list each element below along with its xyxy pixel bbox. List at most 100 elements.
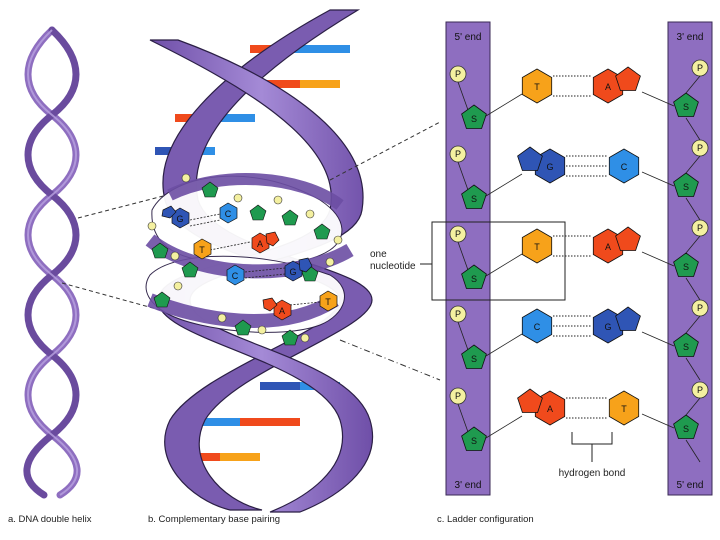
phosphate-label: P — [697, 63, 703, 73]
caption-a: a. DNA double helix — [8, 514, 92, 525]
base-a-right: A — [592, 66, 641, 104]
hydrogen-bond-bracket — [571, 432, 613, 445]
sugar-group: S — [461, 104, 487, 129]
base-letter: C — [232, 271, 239, 281]
base-g-pair-1: G — [161, 205, 190, 229]
sugar-label: S — [683, 102, 689, 112]
sugar-label: S — [683, 342, 689, 352]
sugar-group: S — [673, 252, 699, 277]
sugar-group: S — [673, 172, 699, 197]
phosphate-group: P — [449, 225, 467, 243]
nucleotide-label-line1: one — [370, 249, 387, 260]
base-g-left: G — [517, 146, 566, 184]
phosphate-label: P — [455, 149, 461, 159]
base-letter: A — [547, 404, 553, 414]
base-c-left: C — [521, 308, 553, 344]
left-backbone — [445, 21, 491, 496]
base-c-right: C — [608, 148, 640, 184]
base-c-pair-3: C — [226, 264, 245, 286]
phosphate-group: P — [691, 381, 709, 399]
panel-a-double-helix — [23, 26, 81, 499]
sugar-label: S — [683, 424, 689, 434]
base-letter: G — [289, 267, 296, 277]
phosphate-group: P — [449, 65, 467, 83]
caption-c: c. Ladder configuration — [437, 514, 534, 525]
panel-b-base-pairing: G C T A C G — [145, 9, 373, 513]
phosphate-group: P — [449, 387, 467, 405]
inner-backbone — [147, 293, 339, 328]
base-letter: T — [534, 242, 540, 252]
base-t-pair-4: T — [319, 290, 338, 312]
phosphate-group: P — [691, 59, 709, 77]
base-letter: A — [605, 82, 611, 92]
hydrogen-bond-label: hydrogen bond — [559, 468, 626, 479]
connector-line — [77, 192, 176, 219]
base-a-right: A — [592, 226, 641, 264]
base-letter: T — [534, 82, 540, 92]
base-a-pair-2: A — [251, 231, 280, 254]
phosphate-label: P — [455, 309, 461, 319]
base-letter: T — [199, 245, 205, 255]
base-t-left: T — [521, 228, 553, 264]
sugar-label: S — [471, 274, 477, 284]
base-g-pair-3: G — [284, 257, 313, 282]
nucleotide-bracket — [431, 221, 566, 301]
base-letter: A — [257, 239, 263, 249]
sugar-group: S — [461, 344, 487, 369]
right-bottom-end-label: 5' end — [677, 480, 704, 491]
pairing-backbone-units — [147, 173, 343, 346]
ladder-backbone-units: P S S P P S S P P S S P P S S P P S S P — [449, 59, 709, 463]
connector-line — [61, 282, 161, 311]
panel-c-ladder: 5' end 3' end 3' end 5' end PSSPPSSPPSSP… — [370, 21, 713, 496]
helix-highlight — [27, 29, 78, 496]
sugar-label: S — [683, 262, 689, 272]
phosphate-group: P — [691, 299, 709, 317]
left-top-end-label: 5' end — [455, 32, 482, 43]
sugar-group: S — [461, 426, 487, 451]
base-t-pair-2: T — [193, 238, 212, 260]
sugar-group: S — [673, 332, 699, 357]
sugar-label: S — [471, 194, 477, 204]
phosphate-label: P — [455, 229, 461, 239]
phosphate-group: P — [691, 139, 709, 157]
base-letter: A — [605, 242, 611, 252]
base-c-pair-1: C — [219, 202, 238, 224]
phosphate-label: P — [697, 303, 703, 313]
base-t-left: T — [521, 68, 553, 104]
phosphate-group: P — [449, 145, 467, 163]
base-a-left: A — [517, 388, 566, 426]
left-bottom-end-label: 3' end — [455, 480, 482, 491]
base-letter: A — [279, 306, 285, 316]
sugar-group: S — [673, 414, 699, 439]
inner-backbone — [167, 172, 344, 210]
phosphate-group: P — [449, 305, 467, 323]
phosphate-label: P — [697, 223, 703, 233]
base-letter: G — [604, 322, 611, 332]
connector-line — [339, 339, 441, 381]
sugar-label: S — [471, 354, 477, 364]
phosphate-label: P — [697, 143, 703, 153]
phosphate-label: P — [697, 385, 703, 395]
sugar-group: S — [461, 184, 487, 209]
base-letter: T — [325, 297, 331, 307]
base-letter: C — [225, 209, 232, 219]
base-letter: G — [176, 214, 183, 224]
phosphate-label: P — [455, 391, 461, 401]
phosphate-label: P — [455, 69, 461, 79]
base-a-pair-4: A — [262, 297, 292, 321]
base-letter: T — [621, 404, 627, 414]
pairing-hbonds — [189, 213, 321, 306]
sugar-group: S — [673, 92, 699, 117]
base-letter: G — [546, 162, 553, 172]
right-top-end-label: 3' end — [677, 32, 704, 43]
caption-b: b. Complementary base pairing — [148, 514, 280, 525]
base-g-right: G — [592, 306, 641, 344]
base-letter: C — [534, 322, 541, 332]
